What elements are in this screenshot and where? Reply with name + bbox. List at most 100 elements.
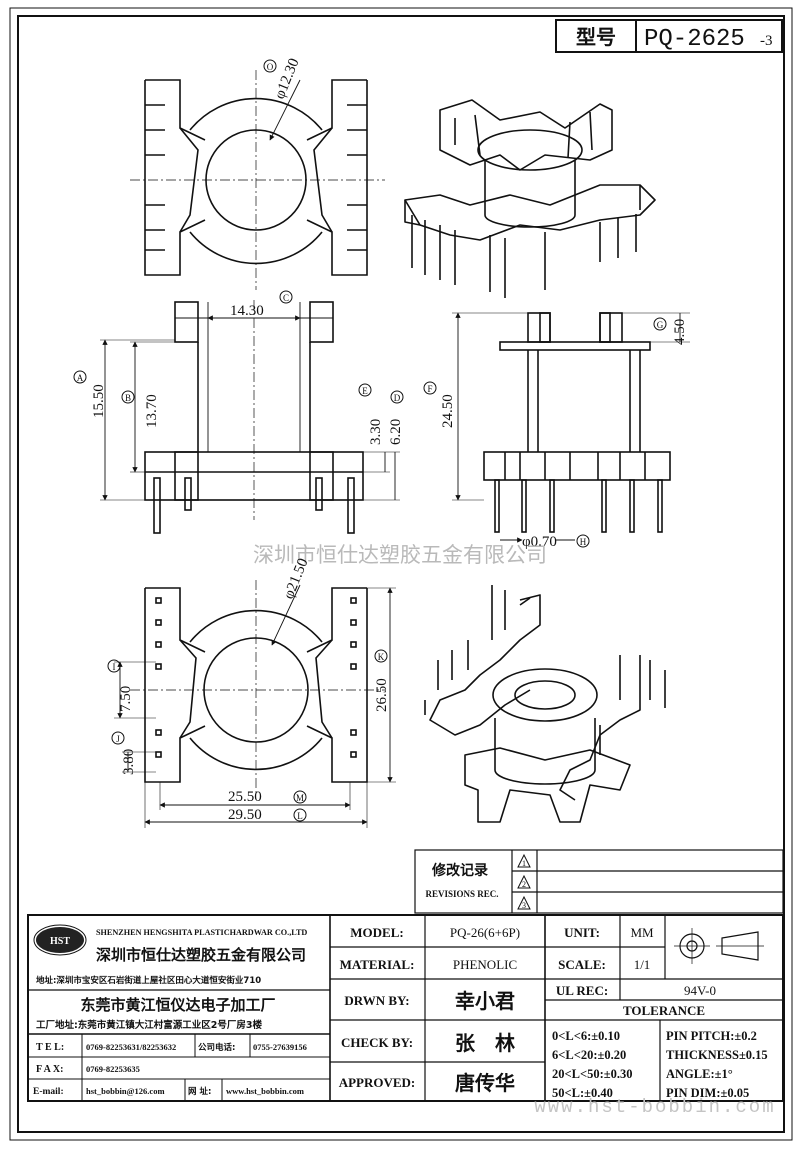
side-view	[452, 312, 690, 543]
callout-d-circle	[390, 390, 404, 404]
dim-c: 14.30	[230, 303, 264, 319]
scale-label: SCALE:	[558, 957, 606, 972]
dim-top-dia: φ12.30	[272, 56, 303, 101]
email-label: E-mail:	[33, 1087, 64, 1097]
bottom-view	[114, 580, 396, 828]
callout-l: L	[297, 811, 303, 821]
callout-e-circle	[358, 383, 372, 397]
email-value[interactable]: hst_bobbin@126.com	[86, 1086, 165, 1096]
pin-pitch: PIN PITCH:±0.2	[666, 1029, 757, 1043]
dim-k: 26.50	[374, 678, 390, 712]
unit-value: MM	[630, 925, 654, 940]
callout-h: H	[580, 537, 587, 547]
approved-value: 唐传华	[455, 1071, 515, 1095]
dim-l: 29.50	[228, 807, 262, 823]
callout-k-circle	[374, 649, 388, 663]
tolerance-3: 20<L<50:±0.30	[552, 1067, 632, 1081]
dim-b: 13.70	[144, 394, 160, 428]
inner-border	[17, 15, 785, 1133]
callout-h-circle	[576, 534, 590, 548]
callout-m-circle	[293, 790, 307, 804]
model-header-label: 型号	[576, 25, 616, 49]
revisions-block	[414, 849, 784, 914]
rev-row-2: 2	[522, 880, 526, 889]
company-name-en: SHENZHEN HENGSHITA PLASTICHARDWAR CO.,LT…	[96, 928, 307, 937]
dim-f: 24.50	[440, 394, 456, 428]
factory-name: 东莞市黄江恒仪达电子加工厂	[80, 996, 275, 1014]
material-label: MATERIAL:	[340, 957, 415, 972]
callout-d: D	[394, 393, 401, 403]
dim-h: φ0.70	[522, 534, 557, 550]
outer-border	[9, 7, 793, 1141]
title-block-grid	[27, 914, 784, 1102]
ul-label: UL REC:	[556, 983, 608, 998]
tolerance-4: 50<L:±0.40	[552, 1086, 613, 1100]
company-name-cn: 深圳市恒仕达塑胶五金有限公司	[96, 946, 306, 964]
drawn-by-value: 幸小君	[455, 989, 515, 1013]
callout-a-circle	[73, 370, 87, 384]
pin-dim: PIN DIM:±0.05	[666, 1086, 749, 1100]
watermark-bottom: www.hst-bobbin.com	[534, 1096, 775, 1118]
callout-i: I	[113, 662, 116, 672]
callout-e: E	[362, 386, 368, 396]
rev-triangle-1-icon	[517, 853, 531, 868]
dim-j: 3.80	[121, 749, 137, 775]
callout-b: B	[125, 393, 131, 403]
projection-symbol-icon	[674, 928, 764, 964]
rev-triangle-3-icon	[517, 895, 531, 910]
callout-o-circle	[263, 59, 277, 73]
callout-g: G	[657, 320, 664, 330]
revisions-title-en: REVISIONS REC.	[425, 889, 498, 899]
web-label: 网 址:	[188, 1086, 211, 1097]
front-view	[100, 300, 400, 534]
callout-o: O	[267, 62, 274, 72]
tolerance-2: 6<L<20:±0.20	[552, 1048, 626, 1062]
unit-label: UNIT:	[564, 925, 600, 940]
dim-g: 4.50	[672, 319, 688, 345]
rev-triangle-2-icon	[517, 874, 531, 889]
fax-label: F A X:	[36, 1064, 63, 1075]
company-tel-label: 公司电话:	[198, 1042, 235, 1053]
fax-value: 0769-82253635	[86, 1064, 140, 1074]
tolerance-1: 0<L<6:±0.10	[552, 1029, 620, 1043]
thickness: THICKNESS±0.15	[666, 1048, 768, 1062]
scale-value: 1/1	[634, 957, 651, 972]
dim-e: 3.30	[368, 419, 384, 445]
callout-a: A	[77, 373, 84, 383]
dim-a: 15.50	[91, 384, 107, 418]
isometric-view-top	[404, 99, 656, 298]
web-value[interactable]: www.hst_bobbin.com	[226, 1086, 304, 1096]
model-value: PQ-26(6+6P)	[450, 925, 520, 940]
rev-row-1: 1	[522, 859, 526, 868]
check-by-value: 张 林	[455, 1031, 515, 1055]
dim-i: 7.50	[118, 686, 134, 712]
company-address: 地址:深圳市宝安区石岩街道上屋社区田心大道恒安街业710	[36, 975, 261, 986]
callout-j-circle	[111, 731, 125, 745]
isometric-view-bottom	[424, 585, 666, 823]
dim-d: 6.20	[388, 419, 404, 445]
factory-address: 工厂地址:东莞市黄江镇大江村富源工业区2号厂房3楼	[36, 1019, 263, 1031]
rev-row-3: 3	[522, 901, 526, 910]
approved-label: APPROVED:	[339, 1075, 416, 1090]
callout-k: K	[378, 652, 385, 662]
revisions-title-cn: 修改记录	[431, 862, 488, 879]
model-label: MODEL:	[350, 925, 403, 940]
company-logo: HST	[33, 924, 87, 956]
model-header: 型号 PQ-2625 -3	[555, 19, 783, 53]
callout-c: C	[283, 293, 289, 303]
callout-j: J	[116, 734, 120, 744]
watermark-center: 深圳市恒仕达塑胶五金有限公司	[253, 543, 547, 567]
company-logo-text: HST	[50, 936, 70, 947]
model-header-code: PQ-2625	[644, 26, 745, 53]
callout-g-circle	[653, 317, 667, 331]
tel-label: T E L:	[36, 1042, 64, 1053]
callout-l-circle	[293, 808, 307, 822]
dim-m: 25.50	[228, 789, 262, 805]
top-view	[130, 70, 385, 290]
callout-b-circle	[121, 390, 135, 404]
model-header-suffix: -3	[760, 33, 773, 49]
ul-value: 94V-0	[684, 983, 716, 998]
check-by-label: CHECK BY:	[341, 1035, 413, 1050]
tel-value: 0769-82253631/82253632	[86, 1042, 176, 1052]
